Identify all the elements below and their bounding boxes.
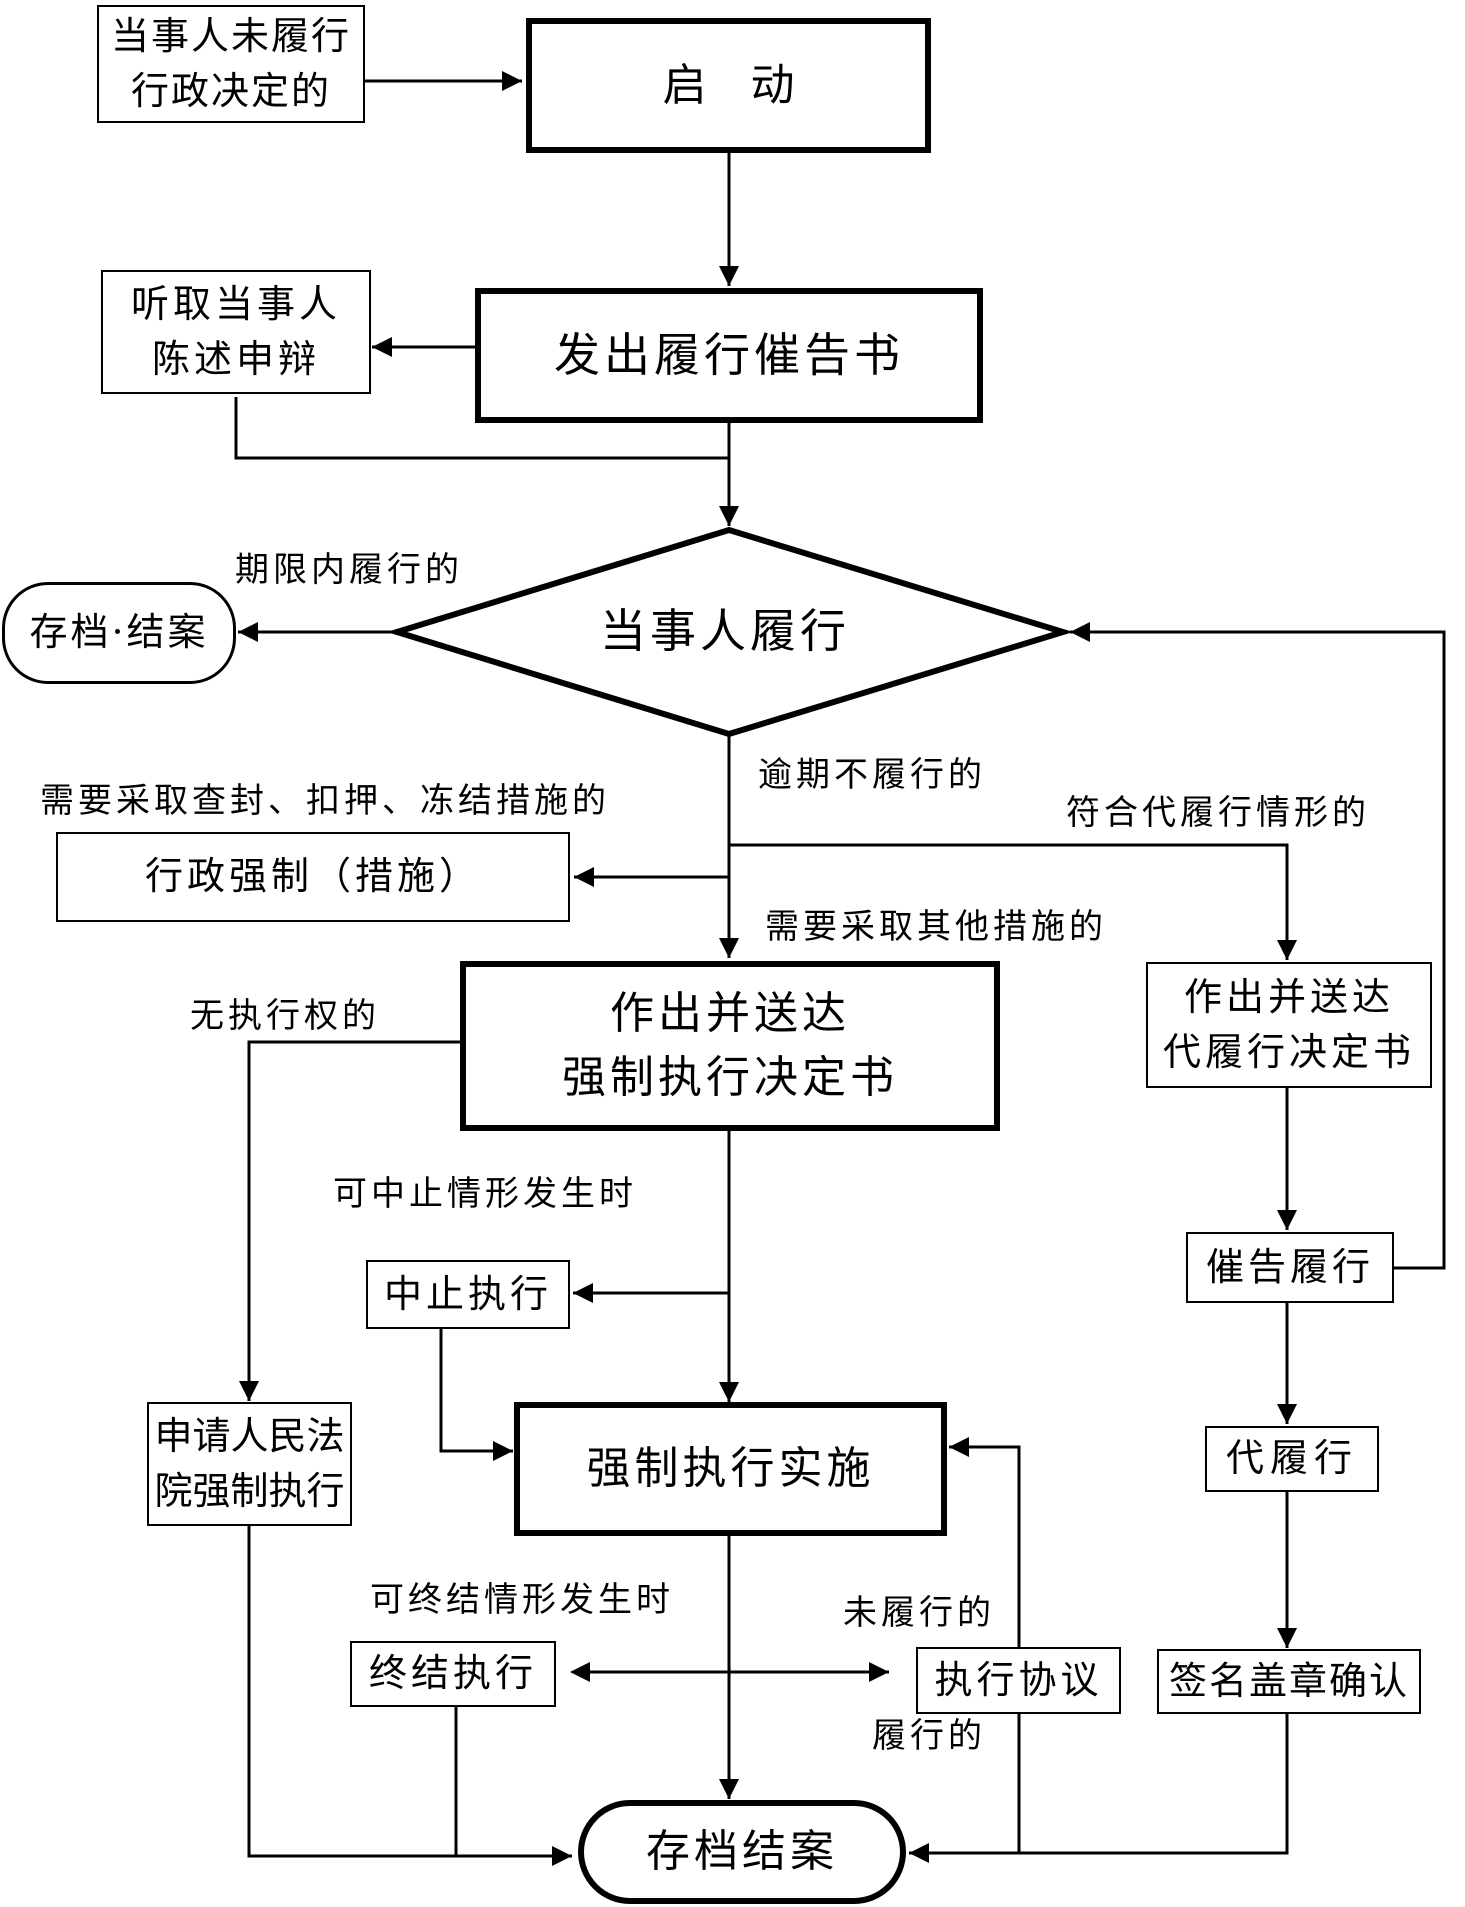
node-agreement: 执行协议 [916,1647,1121,1714]
node-sign: 签名盖章确认 [1157,1649,1421,1714]
arrow-court-to-archive [247,1526,572,1866]
node-not-performed: 当事人未履行 行政决定的 [97,5,365,123]
label-within-period: 期限内履行的 [235,550,463,590]
node-hear: 听取当事人 陈述申辩 [101,270,371,394]
node-archive-top: 存档·结案 [2,582,236,684]
node-proxy-decision: 作出并送达 代履行决定书 [1146,962,1432,1088]
node-archive-final: 存档结案 [578,1800,906,1904]
node-court: 申请人民法 院强制执行 [147,1402,352,1526]
arrow-enforce-to-court [239,1040,460,1401]
arrow-suspend-to-implement [439,1329,513,1461]
label-no-power: 无执行权的 [190,996,380,1036]
label-fulfilled: 履行的 [872,1716,986,1756]
label-need-seal: 需要采取查封、扣押、冻结措施的 [40,781,610,821]
node-proxy: 代履行 [1205,1426,1379,1492]
label-terminate-case: 可终结情形发生时 [370,1580,674,1620]
node-terminate: 终结执行 [350,1641,556,1707]
line-terminate-to-archive [454,1707,548,1858]
arrow-branch-to-proxy-decision [729,843,1297,960]
node-start: 启 动 [526,18,931,153]
node-admin-compulsion: 行政强制（措施） [56,832,570,922]
label-unfulfilled: 未履行的 [843,1593,995,1633]
line-hear-to-main [234,397,729,460]
label-proxy-case: 符合代履行情形的 [1066,793,1370,833]
node-urge: 催告履行 [1186,1232,1394,1303]
node-party-performs: 当事人履行 [600,604,850,658]
label-overdue: 逾期不履行的 [758,755,986,795]
node-notice: 发出履行催告书 [475,288,983,423]
label-other-measures: 需要采取其他措施的 [765,907,1107,947]
arrow-sign-to-archive [1019,1714,1289,1855]
arrow-urge-to-decision [1070,622,1446,1270]
node-implement: 强制执行实施 [514,1402,947,1536]
arrow-agreement-to-implement [949,1437,1021,1647]
node-suspend: 中止执行 [366,1260,570,1329]
node-enforce-decision: 作出并送达 强制执行决定书 [460,961,1000,1131]
label-suspend-case: 可中止情形发生时 [333,1174,637,1214]
